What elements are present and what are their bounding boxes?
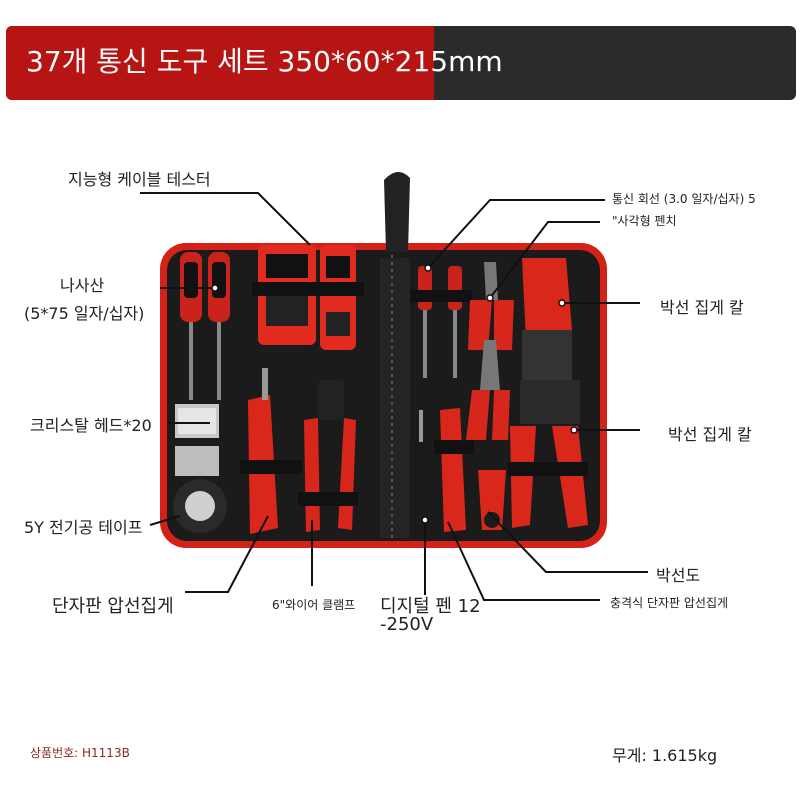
callout-dots bbox=[211, 264, 578, 524]
label-punch-tool: 단자판 압선집게 bbox=[52, 596, 174, 617]
crimping-tool-bottom bbox=[508, 380, 588, 528]
title-banner: 37개 통신 도구 세트 350*60*215mm bbox=[6, 26, 796, 100]
wire-stripper bbox=[478, 470, 506, 530]
impact-punch-tool bbox=[434, 408, 474, 532]
punch-down-tool bbox=[240, 368, 302, 534]
label-test-pen-line1: 디지털 펜 12 bbox=[380, 596, 481, 617]
label-electrical-tape: 5Y 전기공 테이프 bbox=[24, 518, 143, 537]
label-screwdriver-spec: (5*75 일자/십자) bbox=[24, 304, 145, 323]
test-pen bbox=[414, 410, 428, 532]
product-weight: 무게: 1.615kg bbox=[612, 746, 718, 765]
title-banner-accent bbox=[6, 26, 434, 100]
square-pliers bbox=[466, 262, 514, 440]
case-handle bbox=[384, 171, 410, 252]
cable-tester bbox=[252, 245, 364, 350]
label-screwdriver: 나사산 bbox=[60, 276, 105, 295]
electrical-tape bbox=[173, 479, 227, 533]
crimping-tool-top bbox=[522, 258, 572, 380]
label-crystal-head: 크리스탈 헤드*20 bbox=[30, 416, 152, 435]
label-square-pliers: "사각형 펜치 bbox=[612, 214, 677, 228]
callout-lines bbox=[140, 192, 648, 601]
label-smart-cable-tester: 지능형 케이블 테스터 bbox=[68, 170, 211, 189]
product-number: 상품번호: H1113B bbox=[30, 746, 130, 760]
label-crimper-top: 박선 집게 칼 bbox=[660, 298, 744, 317]
precision-screwdrivers bbox=[410, 266, 472, 378]
page-title: 37개 통신 도구 세트 350*60*215mm bbox=[26, 45, 503, 78]
label-precision-screwdriver: 통신 회선 (3.0 일자/십자) 5 bbox=[612, 192, 756, 206]
label-wire-stripper: 박선도 bbox=[656, 566, 701, 585]
label-test-pen-line2: -250V bbox=[380, 614, 434, 635]
wire-clamp-pliers bbox=[298, 380, 358, 532]
label-impact-punch-tool: 충격식 단자판 압선집게 bbox=[610, 596, 729, 610]
crystal-heads bbox=[175, 404, 219, 476]
label-wire-clamp: 6"와이어 클램프 bbox=[272, 598, 356, 612]
label-crimper-bottom: 박선 집게 칼 bbox=[668, 425, 752, 444]
